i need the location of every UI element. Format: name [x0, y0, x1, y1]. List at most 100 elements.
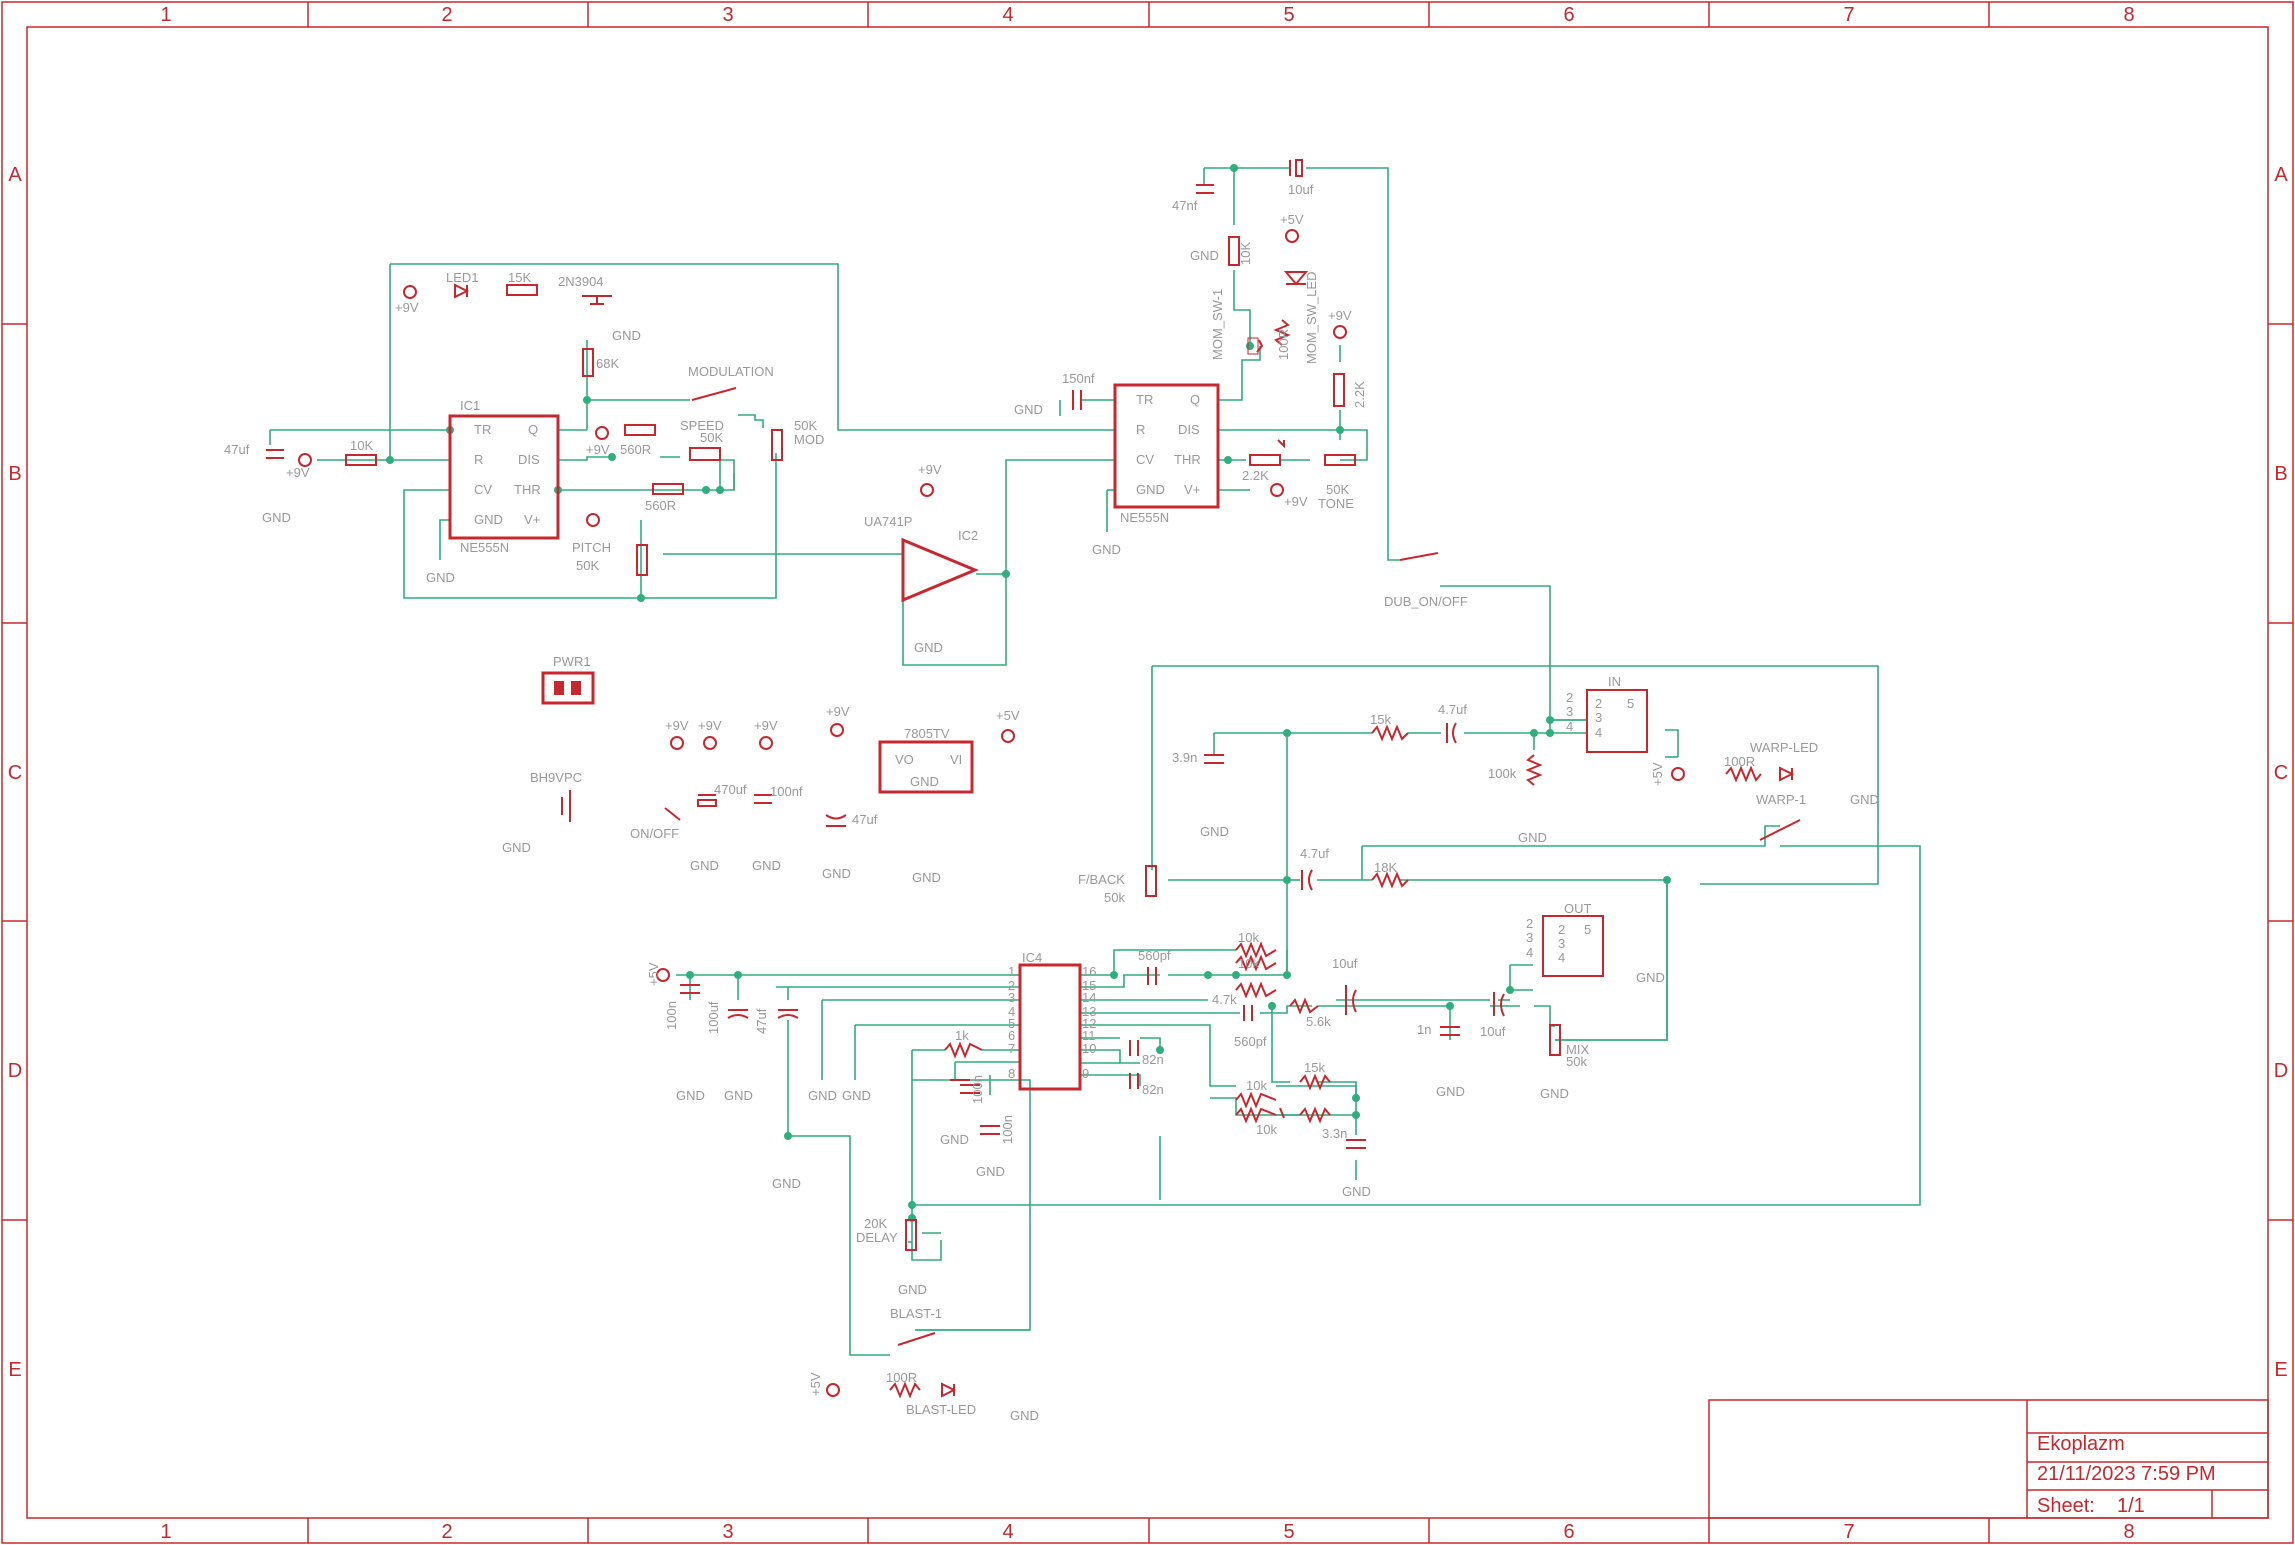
label-3.3n: 3.3n: [1322, 1126, 1347, 1141]
label-100R-mom: 100R: [1276, 329, 1291, 360]
label-82n: 82n: [1142, 1052, 1164, 1067]
label-15k-2: 15k: [1304, 1060, 1325, 1075]
row-label: E: [2274, 1359, 2287, 1381]
jack-in-name: IN: [1608, 674, 1621, 689]
reg-name: 7805TV: [904, 726, 950, 741]
row-label: B: [2274, 463, 2287, 485]
label-SPEED: SPEED: [680, 418, 724, 433]
label-2.2K-v: 2.2K: [1352, 381, 1367, 408]
ic555b-pin-CV: CV: [1136, 452, 1154, 467]
title-block-date: 21/11/2023 7:59 PM: [2037, 1463, 2216, 1485]
label-gnd: GND: [1190, 248, 1219, 263]
label-gnd: GND: [1636, 970, 1665, 985]
label-82n-2: 82n: [1142, 1082, 1164, 1097]
frame-column-labels-bottom: 1 2 3 4 5 6 7 8: [160, 1521, 2134, 1543]
label-gnd: GND: [842, 1088, 871, 1103]
ic1-pin-Vplus: V+: [524, 512, 540, 527]
ic4-pin-14: 14: [1082, 990, 1096, 1005]
label-gnd: GND: [1540, 1086, 1569, 1101]
label-15k: 15k: [1370, 712, 1391, 727]
frame-row-labels-right: A B C D E: [2274, 164, 2289, 1381]
label-plus9v: +9V: [586, 442, 610, 457]
label-PITCH: PITCH: [572, 540, 611, 555]
label-F-BACK: F/BACK: [1078, 872, 1125, 887]
ic4-pin-5: 5: [1008, 1016, 1015, 1031]
label-plus5v: +5V: [996, 708, 1020, 723]
label-BH9VPC: BH9VPC: [530, 770, 582, 785]
label-100R-warp: 100R: [1724, 754, 1755, 769]
label-WARP-LED: WARP-LED: [1750, 740, 1818, 755]
label-100k: 100k: [1488, 766, 1517, 781]
label-4.7uf-2: 4.7uf: [1300, 846, 1329, 861]
ic4-pin-8: 8: [1008, 1066, 1015, 1081]
jack-in-pin-outer: 2: [1566, 690, 1573, 705]
ic1-text: IC1 NE555N TR R CV GND Q DIS THR V+: [460, 398, 541, 555]
row-label: D: [8, 1060, 22, 1082]
reg-pin-VI: VI: [950, 752, 962, 767]
label-gnd: GND: [1518, 830, 1547, 845]
label-100n-2: 100n: [970, 1075, 985, 1104]
label-10k-2: 10k: [1238, 956, 1259, 971]
label-gnd: GND: [426, 570, 455, 585]
label-50K-tone: 50K: [1326, 482, 1349, 497]
label-MIX: MIX: [1566, 1042, 1589, 1057]
row-label: D: [2274, 1060, 2288, 1082]
frame-column-labels-top: 1 2 3 4 5 6 7 8: [160, 4, 2134, 26]
ic4-name: IC4: [1022, 950, 1042, 965]
ic1-name: IC1: [460, 398, 480, 413]
reg-pin-GND: GND: [910, 774, 939, 789]
label-gnd: GND: [1010, 1408, 1039, 1423]
label-10uf-mix: 10uf: [1480, 1024, 1506, 1039]
label-plus5v: +5V: [808, 1372, 823, 1396]
jack-in-pin: 3: [1595, 710, 1602, 725]
label-18K: 18K: [1374, 860, 1397, 875]
label-plus9v: +9V: [826, 704, 850, 719]
ic4-pin-16: 16: [1082, 964, 1096, 979]
ic555b-part: NE555N: [1120, 510, 1169, 525]
label-gnd: GND: [1342, 1184, 1371, 1199]
row-label: C: [2274, 762, 2288, 784]
label-47uf-reg: 47uf: [852, 812, 878, 827]
label-plus9v: +9V: [395, 300, 419, 315]
col-label: 4: [1002, 4, 1013, 26]
ic4-pin-4: 4: [1008, 1004, 1015, 1019]
ic4-pin-10: 10: [1082, 1041, 1096, 1056]
power-symbols: [298, 229, 1685, 1397]
jack-out-name: OUT: [1564, 901, 1592, 916]
label-50k-mix: 50k: [1566, 1054, 1587, 1069]
ic1-pin-TR: TR: [474, 422, 491, 437]
label-100nf: 100nf: [770, 784, 803, 799]
jack-out-pin: 4: [1558, 950, 1565, 965]
ic1-pin-CV: CV: [474, 482, 492, 497]
label-gnd: GND: [752, 858, 781, 873]
label-gnd: GND: [1092, 542, 1121, 557]
label-10k: 10k: [1238, 930, 1259, 945]
label-BLAST-LED: BLAST-LED: [906, 1402, 976, 1417]
label-20K: 20K: [864, 1216, 887, 1231]
jack-out-pin-outer: 4: [1526, 945, 1533, 960]
label-plus5v: +5V: [646, 962, 661, 986]
row-label: B: [8, 463, 21, 485]
label-gnd: GND: [262, 510, 291, 525]
label-gnd: GND: [1850, 792, 1879, 807]
ic4-pin-9: 9: [1082, 1066, 1089, 1081]
label-WARP-1: WARP-1: [1756, 792, 1806, 807]
label-DUB_ON-OFF: DUB_ON/OFF: [1384, 594, 1468, 609]
ic555b-text: NE555N TR R CV GND Q DIS THR V+: [1120, 392, 1201, 525]
label-plus9v: +9V: [286, 465, 310, 480]
label-gnd: GND: [940, 1132, 969, 1147]
label-gnd: GND: [914, 640, 943, 655]
col-label: 1: [160, 1521, 171, 1543]
label-2.2K: 2.2K: [1242, 468, 1269, 483]
row-label: A: [2274, 164, 2288, 186]
row-label: A: [8, 164, 22, 186]
jack-in-pin-outer: 3: [1566, 704, 1573, 719]
ic1-pin-Q: Q: [528, 422, 538, 437]
ic4-pin-7: 7: [1008, 1041, 1015, 1056]
label-DELAY: DELAY: [856, 1230, 898, 1245]
col-label: 8: [2123, 4, 2134, 26]
ic555b-pin-Vplus: V+: [1184, 482, 1200, 497]
ic4-text: IC4 1 2 3 4 5 6 7 8 16 15 14 13 12 11 10…: [1008, 950, 1096, 1081]
label-ON-OFF: ON/OFF: [630, 826, 679, 841]
